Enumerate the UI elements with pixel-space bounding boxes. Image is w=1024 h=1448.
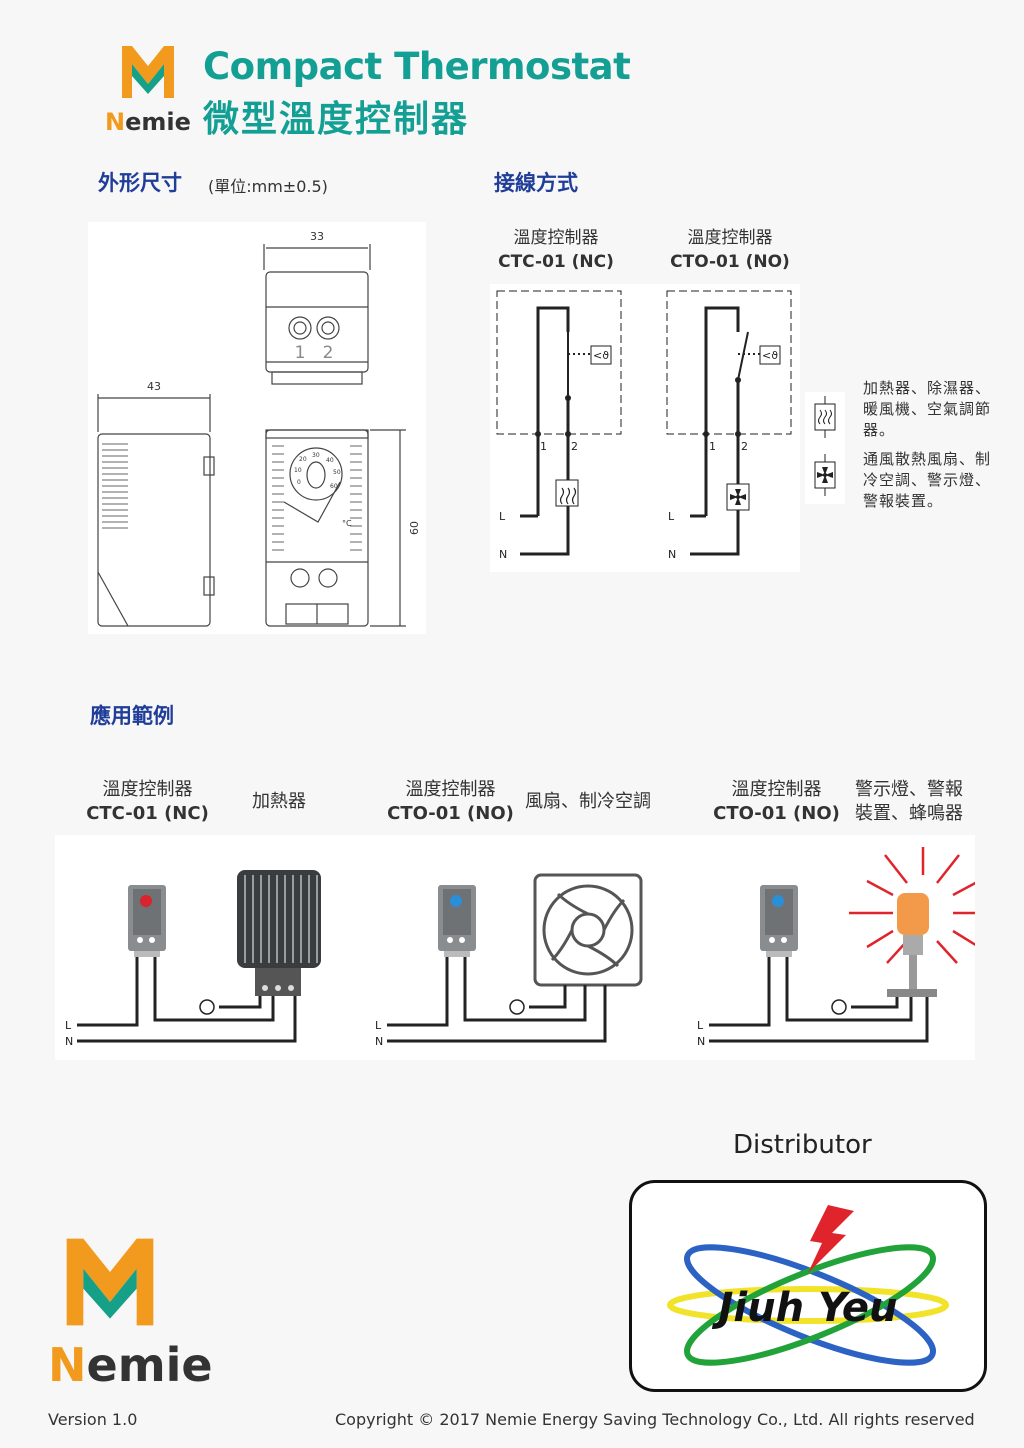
dial-mark-40: 40 [326,457,334,464]
heater-symbol-icon [559,487,577,505]
dimension-drawing-svg: 33 43 60 1 2 °C 0 10 20 30 40 50 60 [97,230,421,627]
app-1-thermostat [128,885,166,957]
wiring-nc-model: CTC-01 (NC) [498,252,614,272]
brand-name-small: Nemie [105,108,191,136]
brand-initial-large: N [48,1338,87,1392]
terminal-1-label: 1 [295,343,306,363]
app-3-name: 溫度控制器 [731,779,822,800]
app-1-line-N: N [65,1035,73,1048]
app-2-label: 溫度控制器 CTO-01 (NO) [384,778,517,826]
app-2-line-L: L [375,1019,382,1032]
dim-height: 60 [408,521,421,535]
app-2-thermostat [438,885,476,957]
applications-diagram-svg: L N L N L N [65,847,997,1048]
app-2-model: CTO-01 (NO) [387,803,514,824]
nc-sensor-symbol: <ϑ [593,349,609,362]
dial-mark-60: 60 [330,483,338,490]
wiring-diagram: <ϑ <ϑ 1 2 1 2 L N L N [490,284,800,572]
nc-line-L: L [499,510,506,523]
brand-name-large: Nemie [48,1338,213,1392]
nc-term-1: 1 [540,440,547,453]
legend-icons-svg [814,396,836,496]
nc-term-2: 2 [571,440,578,453]
dimensions-unit: (單位:mm±0.5) [208,177,328,196]
no-line-L: L [668,510,675,523]
ground-icons [199,999,847,1015]
app-1-device: 加熱器 [252,791,306,812]
nemie-logo-small [118,42,178,102]
fan-device-icon [533,873,643,987]
app-1-label: 溫度控制器 CTC-01 (NC) [80,778,215,826]
version-text: Version 1.0 [48,1410,138,1429]
distributor-logo-box: Jiuh Yeu [629,1180,987,1392]
app-3-model: CTO-01 (NO) [713,803,840,824]
legend-heater-icon [818,409,832,425]
fan-symbol-icon [730,489,746,505]
no-sensor-symbol: <ϑ [762,349,778,362]
brand-rest: emie [125,108,191,136]
app-1-line-L: L [65,1019,72,1032]
app-3-label: 溫度控制器 CTO-01 (NO) [710,778,843,826]
distributor-name: Jiuh Yeu [712,1285,898,1331]
applications-heading: 應用範例 [90,704,174,728]
dim-depth-side: 43 [147,380,161,393]
nemie-logo-large [60,1232,160,1332]
page-title-en: Compact Thermostat [203,45,631,88]
app-1-model: CTC-01 (NC) [86,803,209,824]
heater-device-icon [237,870,321,996]
wiring-no-model: CTO-01 (NO) [670,252,790,272]
applications-diagram: L N L N L N [55,835,997,1060]
wiring-nc-label: 溫度控制器 CTC-01 (NC) [488,226,624,274]
dial-mark-0: 0 [297,479,301,486]
terminal-2-label: 2 [323,343,334,363]
nemie-logo-large-icon [66,1238,154,1326]
app-1-name: 溫度控制器 [102,779,193,800]
app-2-device: 風扇、制冷空調 [525,791,651,812]
distributor-heading: Distributor [733,1130,872,1160]
no-term-1: 1 [709,440,716,453]
legend-heater-text: 加熱器、除濕器、暖風機、空氣調節器。 [863,379,992,439]
app-2-line-N: N [375,1035,383,1048]
no-line-N: N [668,548,676,561]
wiring-heading: 接線方式 [494,171,578,195]
legend-fan-text: 通風散熱風扇、制冷空調、警示燈、警報裝置。 [863,450,992,510]
page-title-zh: 微型溫度控制器 [203,99,470,140]
legend-fan-icon [817,467,833,483]
nc-line-N: N [499,548,507,561]
app-2-name: 溫度控制器 [405,779,496,800]
wiring-legend-icons [805,392,845,504]
dial-mark-20: 20 [299,456,307,463]
app-3-device: 警示燈、警報裝置、蜂鳴器 [855,779,963,824]
dial-mark-50: 50 [333,469,341,476]
jiuh-yeu-logo-icon: Jiuh Yeu [667,1205,949,1366]
app-3-line-L: L [697,1019,704,1032]
app-3-thermostat [760,885,798,957]
wiring-no-name: 溫度控制器 [687,228,773,248]
brand-rest-large: emie [86,1338,213,1392]
dial-mark-10: 10 [294,467,302,474]
dimensions-heading: 外形尺寸 [98,171,182,195]
dim-width-top: 33 [310,230,324,243]
wiring-no-label: 溫度控制器 CTO-01 (NO) [662,226,798,274]
no-term-2: 2 [741,440,748,453]
app-3-line-N: N [697,1035,705,1048]
dimension-drawing: 33 43 60 1 2 °C 0 10 20 30 40 50 60 [88,222,426,634]
nemie-logo-mark-icon [122,46,174,98]
dial-mark-30: 30 [312,452,320,459]
wiring-nc-name: 溫度控制器 [513,228,599,248]
brand-initial: N [105,108,126,136]
wiring-diagram-svg: <ϑ <ϑ 1 2 1 2 L N L N [496,290,792,561]
dial-unit: °C [342,519,352,528]
warning-light-icon [849,847,997,997]
copyright-text: Copyright © 2017 Nemie Energy Saving Tec… [335,1410,975,1429]
